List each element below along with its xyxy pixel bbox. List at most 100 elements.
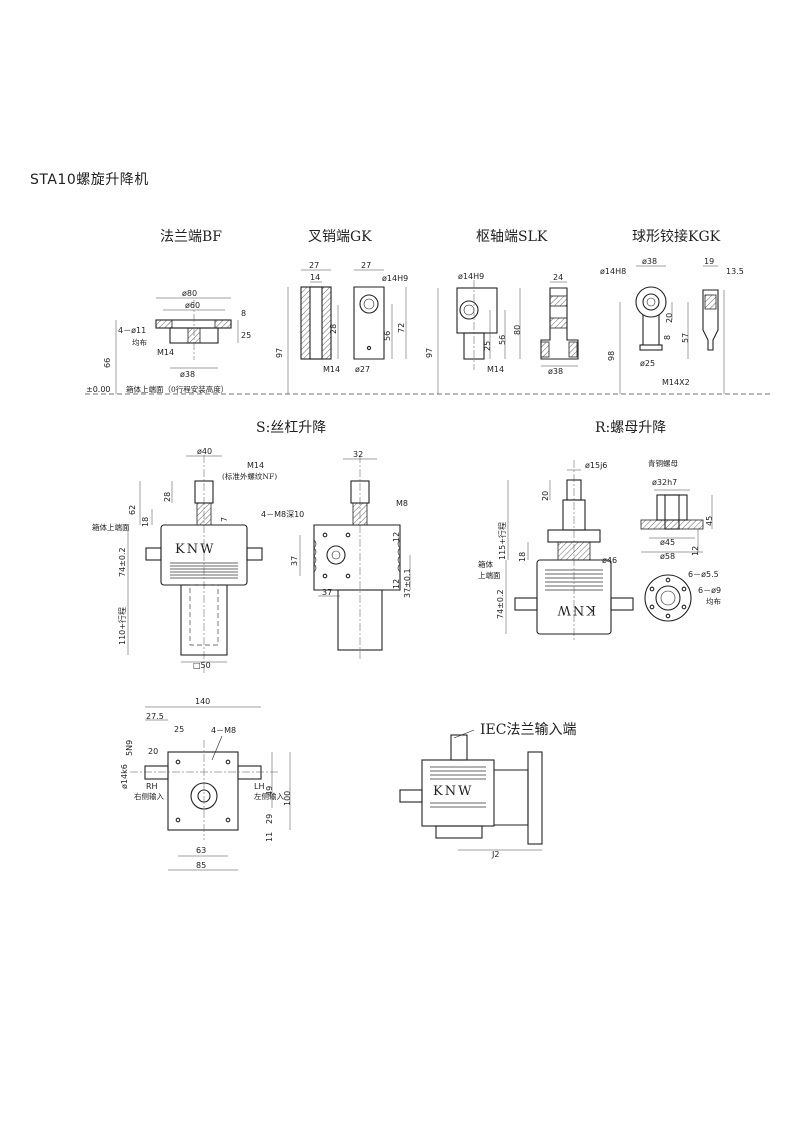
bv-w275: 27.5: [146, 712, 164, 721]
slk-d14h9: ø14H9: [458, 272, 484, 281]
bv-d14k6: ø14k6: [120, 764, 129, 789]
s-m8: M8: [396, 499, 408, 508]
gk-d27: ø27: [355, 365, 370, 374]
s-top-face: 箱体上端面: [92, 522, 130, 532]
kgk-d14h8: ø14H8: [600, 267, 626, 276]
page-title: STA10螺旋升降机: [30, 172, 149, 188]
slk-m14: M14: [487, 365, 504, 374]
bv-h100: 100: [283, 791, 292, 806]
kgk-w19: 19: [704, 257, 714, 266]
bf-holes: 4－ø11: [118, 326, 146, 335]
kgk-h20: 20: [665, 313, 674, 323]
slk-h56: 56: [498, 335, 507, 345]
r-h45: 45: [705, 516, 714, 526]
bv-w140: 140: [195, 697, 210, 706]
bv-m8: 4－M8: [211, 726, 236, 735]
slk-d38: ø38: [548, 367, 563, 376]
slk-h25: 25: [483, 341, 492, 351]
bv-h29: 29: [265, 814, 274, 824]
r-front-view: KNW ø15j6 20 115+行程 18 箱体 上端面 ø46 74±0.2: [478, 460, 634, 640]
slk-title: 枢轴端SLK: [476, 229, 548, 245]
bv-w25: 25: [174, 725, 184, 734]
r-nut-title: 青铜螺母: [648, 458, 678, 468]
bv-h5n9: 5N9: [125, 740, 134, 756]
kgk-ball-end: 球形铰接KGK ø38 ø14H8 98 20 57 8 ø25 M14X2 1…: [600, 228, 744, 394]
slk-pivot-end: 枢轴端SLK ø14H9 M14 97 25 56 80 24 ø38: [425, 229, 579, 394]
r-h18: 18: [518, 552, 527, 562]
s-h74: 74±0.2: [118, 547, 127, 577]
bf-h66: 66: [103, 358, 112, 368]
kgk-h98: 98: [607, 351, 616, 361]
bf-holes-note: 均布: [132, 337, 147, 347]
r-section-title: R:螺母升降: [595, 420, 666, 436]
gk-h28: 28: [329, 324, 338, 334]
s-h62: 62: [128, 505, 137, 515]
r-top-face-2: 上端面: [478, 570, 501, 580]
zero-label: ±0.00: [86, 385, 111, 394]
bv-h20: 20: [148, 747, 158, 756]
r-d15: ø15j6: [585, 461, 607, 470]
kgk-m14x2: M14X2: [662, 378, 690, 387]
s-h37b: 37±0.1: [403, 568, 412, 598]
kgk-h57: 57: [681, 333, 690, 343]
bf-d38: ø38: [180, 370, 195, 379]
r-stroke: 115+行程: [497, 522, 507, 560]
gk-w27: 27: [309, 261, 319, 270]
r-holes-note: 均布: [706, 596, 721, 606]
gk-h56: 56: [383, 331, 392, 341]
bv-w63: 63: [196, 846, 206, 855]
gk-w27b: 27: [361, 261, 371, 270]
gk-title: 叉销端GK: [308, 229, 372, 245]
iec-j2: J2: [491, 850, 499, 859]
r-bronze-nut: 青铜螺母 ø32h7 45 ø45 ø58 12 6－ø5.5 6－ø9 均布: [640, 458, 721, 622]
s-m14-note: (标准外螺纹NF): [222, 471, 277, 481]
s-h18: 18: [141, 517, 150, 527]
kgk-d38: ø38: [642, 257, 657, 266]
gk-h72: 72: [397, 323, 406, 333]
bf-title: 法兰端BF: [160, 229, 222, 245]
r-top-face-1: 箱体: [478, 559, 493, 569]
bf-flange-end: 法兰端BF ø80 ø60 4－ø11 均布 M14 ø38 8 25 66: [103, 229, 251, 394]
s-holes: 4－M8深10: [261, 510, 304, 519]
r-h20: 20: [541, 491, 550, 501]
slk-w24: 24: [553, 273, 563, 282]
kgk-title: 球形铰接KGK: [632, 228, 721, 245]
bf-d80: ø80: [182, 289, 197, 298]
slk-h97: 97: [425, 348, 434, 358]
kgk-h8: 8: [663, 335, 672, 340]
s-w37: 37: [322, 588, 332, 597]
bf-h25: 25: [241, 331, 251, 340]
bv-rh: RH: [146, 782, 158, 791]
r-h74: 74±0.2: [496, 589, 505, 619]
s-h7: 7: [220, 517, 229, 522]
bf-d60: ø60: [185, 301, 200, 310]
r-d45: ø45: [660, 538, 675, 547]
iec-knw: KNW: [433, 784, 473, 799]
gk-d14h9: ø14H9: [382, 274, 408, 283]
kgk-w135: 13.5: [726, 267, 744, 276]
bf-h8: 8: [241, 309, 246, 318]
s-side-view: 32 M8 4－M8深10 37 37 12 12 37±0.1: [261, 450, 412, 660]
s-h28: 28: [163, 492, 172, 502]
bv-h49: 49: [265, 786, 274, 796]
zero-note: 箱体上端面（0行程安装高度）: [126, 384, 228, 394]
slk-h80: 80: [513, 325, 522, 335]
gk-h97: 97: [275, 348, 284, 358]
bv-rh-note: 右侧输入: [134, 791, 164, 801]
s-d40: ø40: [197, 447, 212, 456]
bf-m14: M14: [157, 348, 174, 357]
s-stroke: 110+行程: [117, 607, 127, 645]
s-h37: 37: [290, 556, 299, 566]
gk-w14: 14: [310, 273, 320, 282]
r-holes9: 6－ø9: [698, 586, 721, 595]
s-h12a: 12: [392, 532, 401, 542]
r-d58: ø58: [660, 552, 675, 561]
s-w32: 32: [353, 450, 363, 459]
s-m14: M14: [247, 461, 264, 470]
gk-m14: M14: [323, 365, 340, 374]
s-front-knw: KNW: [175, 542, 215, 557]
bottom-top-view: 140 27.5 25 4－M8 5N9 ø14k6 20 RH 右侧输入 LH…: [120, 697, 292, 871]
s-section-title: S:丝杠升降: [256, 420, 326, 436]
r-front-knw: KNW: [556, 602, 596, 617]
